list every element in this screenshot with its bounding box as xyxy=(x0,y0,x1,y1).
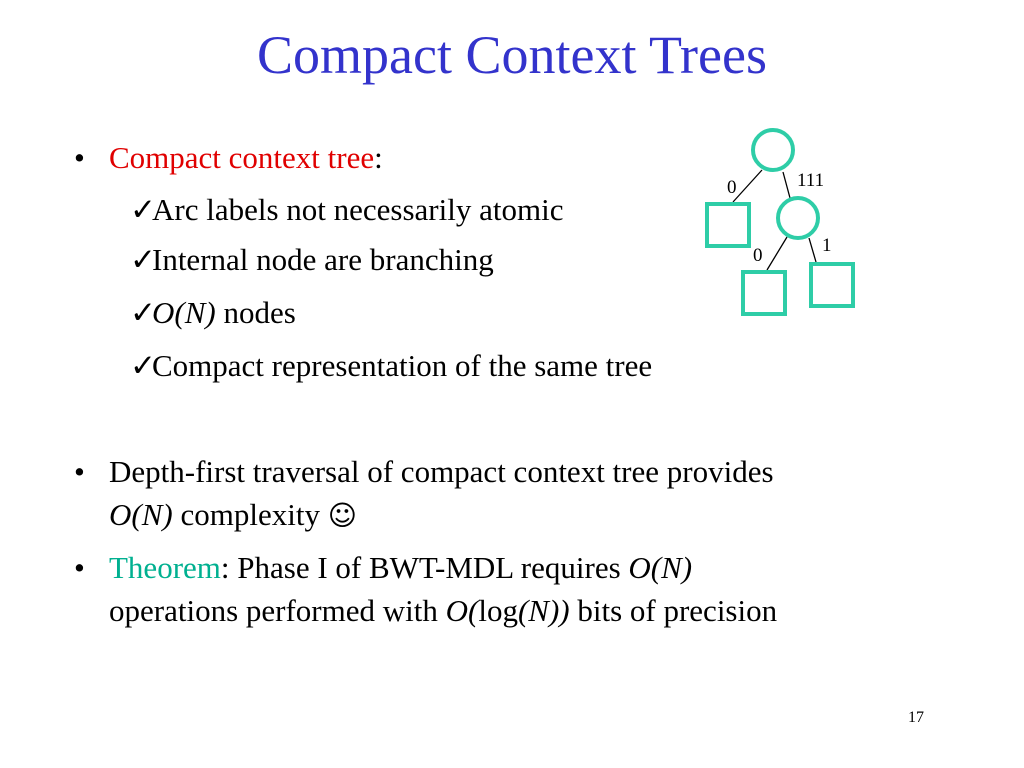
check-item-text: Arc labels not necessarily atomic xyxy=(152,192,564,227)
check-item-arc-labels: ✓Arc labels not necessarily atomic xyxy=(130,192,563,228)
math-on: O(N) xyxy=(152,295,216,330)
check-icon: ✓ xyxy=(130,295,156,330)
bullet-text: complexity xyxy=(172,497,328,532)
math-on: O(N) xyxy=(628,550,693,585)
check-icon: ✓ xyxy=(130,348,156,383)
check-item-text: Internal node are branching xyxy=(152,242,494,277)
check-icon: ✓ xyxy=(130,242,156,277)
bullet-text: operations performed with xyxy=(109,593,446,628)
bullet-text: : Phase I of BWT-MDL requires xyxy=(220,550,629,585)
tree-edge xyxy=(766,236,788,271)
tree-root-node xyxy=(751,128,795,172)
check-item-internal-node: ✓Internal node are branching xyxy=(130,242,494,278)
math-log: log xyxy=(478,593,518,628)
bullet-depth-first: Depth-first traversal of compact context… xyxy=(109,454,774,490)
bullet-text: Depth-first traversal of compact context… xyxy=(109,454,774,489)
check-item-text: nodes xyxy=(215,295,296,330)
math-o: O( xyxy=(445,593,479,628)
edge-label: 0 xyxy=(727,177,737,198)
bullet-marker: • xyxy=(74,550,85,585)
tree-internal-node xyxy=(776,196,820,240)
term-theorem: Theorem xyxy=(109,550,221,585)
tree-edge xyxy=(782,171,791,199)
edge-label: 1 xyxy=(822,235,832,256)
bullet-text: bits of precision xyxy=(569,593,778,628)
bullet-marker: • xyxy=(74,140,85,175)
tree-edge xyxy=(808,237,817,263)
edge-label: 111 xyxy=(797,170,824,191)
check-icon: ✓ xyxy=(130,192,156,227)
bullet-theorem: Theorem: Phase I of BWT-MDL requires O(N… xyxy=(109,550,692,586)
math-on: O(N) xyxy=(109,497,173,532)
bullet-depth-first-line2: O(N) complexity ☺ xyxy=(109,497,357,534)
check-item-compact-representation: ✓Compact representation of the same tree xyxy=(130,348,652,384)
math-n: (N)) xyxy=(517,593,570,628)
bullet-compact-context-tree: Compact context tree: xyxy=(109,140,383,176)
term-compact-context-tree: Compact context tree xyxy=(109,140,375,175)
bullet-text: : xyxy=(374,140,383,175)
tree-edge xyxy=(732,169,763,203)
bullet-theorem-line2: operations performed with O(log(N)) bits… xyxy=(109,593,777,629)
tree-leaf-node xyxy=(705,202,751,248)
page-title: Compact Context Trees xyxy=(257,25,767,85)
check-item-on-nodes: ✓O(N) nodes xyxy=(130,295,296,331)
bullet-marker: • xyxy=(74,454,85,489)
tree-leaf-node xyxy=(809,262,855,308)
page-number: 17 xyxy=(908,709,924,726)
tree-leaf-node xyxy=(741,270,787,316)
check-item-text: Compact representation of the same tree xyxy=(152,348,653,383)
smiley-icon: ☺ xyxy=(327,499,357,532)
edge-label: 0 xyxy=(753,245,763,266)
